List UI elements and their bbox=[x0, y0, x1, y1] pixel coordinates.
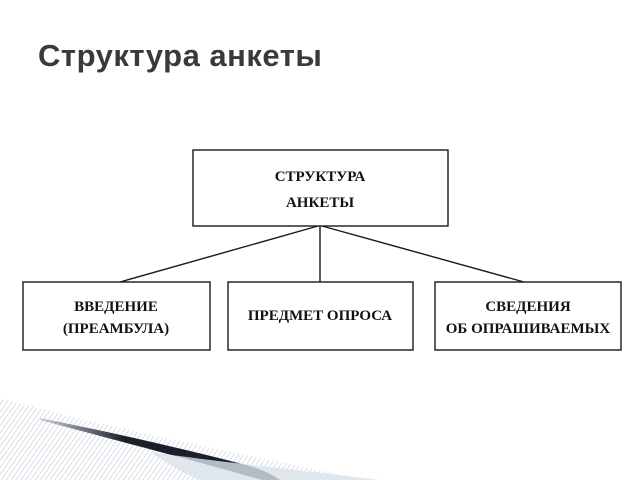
slide-title: Структура анкеты bbox=[38, 38, 323, 73]
node-subject-line1: ПРЕДМЕТ ОПРОСА bbox=[248, 308, 392, 324]
node-root-box bbox=[192, 149, 449, 227]
node-respondents: СВЕДЕНИЯ ОБ ОПРАШИВАЕМЫХ bbox=[434, 281, 622, 351]
node-respondents-line2: ОБ ОПРАШИВАЕМЫХ bbox=[446, 321, 611, 337]
node-subject-box bbox=[227, 281, 414, 351]
node-intro: ВВЕДЕНИЕ (ПРЕАМБУЛА) bbox=[22, 281, 211, 351]
node-intro-line1: ВВЕДЕНИЕ bbox=[74, 299, 158, 315]
node-intro-box bbox=[22, 281, 211, 351]
node-root: СТРУКТУРА АНКЕТЫ bbox=[192, 149, 449, 227]
node-root-line2: АНКЕТЫ bbox=[286, 195, 354, 211]
node-respondents-box bbox=[434, 281, 622, 351]
node-root-line1: СТРУКТУРА bbox=[275, 169, 366, 185]
node-respondents-line1: СВЕДЕНИЯ bbox=[485, 299, 571, 315]
connector-root-to-respondents bbox=[321, 225, 525, 283]
node-subject: ПРЕДМЕТ ОПРОСА bbox=[227, 281, 414, 351]
connector-root-to-intro bbox=[119, 225, 319, 283]
node-intro-line2: (ПРЕАМБУЛА) bbox=[63, 321, 169, 337]
